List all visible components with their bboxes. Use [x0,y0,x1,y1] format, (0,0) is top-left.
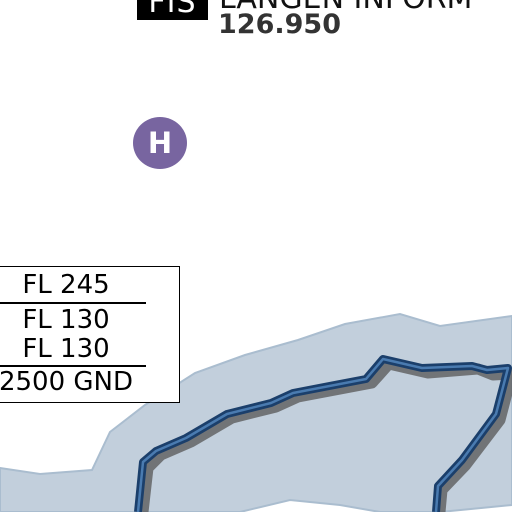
fis-badge: FIS [137,0,208,20]
airspace-limits-box: FL 245 FL 130 FL 130 2500 GND [0,266,180,403]
heliport-icon[interactable]: H [133,117,187,169]
upper-limit-label: FL 245 [22,270,110,300]
upper-limit-label-2: FL 130 [22,334,110,364]
airspace-boundary-inner [136,357,510,512]
lower-limit-label-2: 2500 GND [0,367,134,397]
fis-station-name: LANGEN INFORM [219,0,472,14]
heliport-symbol: H [147,126,173,160]
limit-divider-2 [0,365,146,367]
lower-limit-label: FL 130 [22,305,110,335]
limit-divider [0,302,146,304]
fis-frequency: 126.950 [218,9,341,40]
